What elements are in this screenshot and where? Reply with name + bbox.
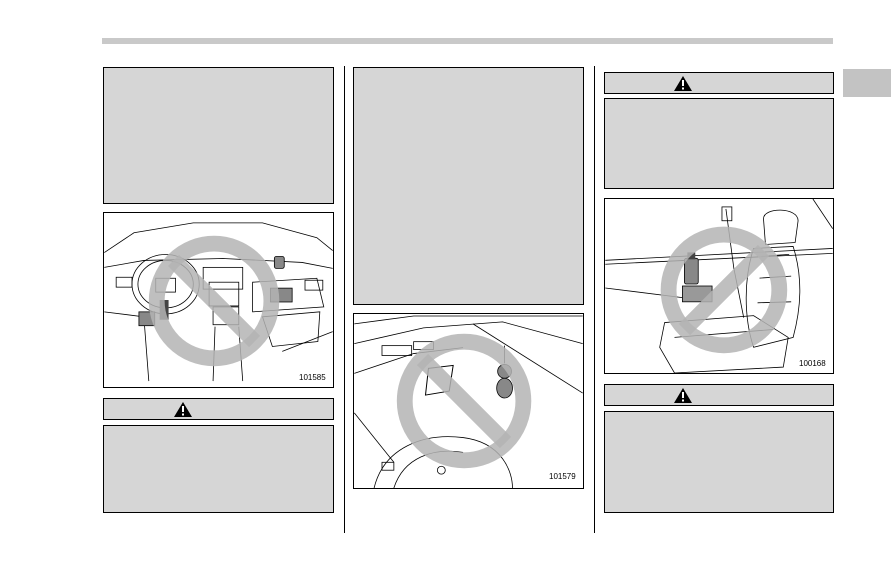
warning-body-1	[103, 425, 334, 513]
warning-header-1	[103, 398, 334, 420]
column-divider-2	[594, 66, 595, 533]
warning-header-2	[604, 72, 834, 94]
dashboard-illustration	[104, 222, 333, 382]
prohibition-icon	[660, 226, 788, 354]
figure-sunvisor: 101579	[353, 313, 584, 489]
warning-header-3	[604, 384, 834, 406]
figure-id: 101585	[299, 373, 326, 382]
prohibition-icon	[396, 333, 532, 469]
warning-triangle-icon	[674, 388, 692, 403]
warning-body-2	[604, 98, 834, 189]
warning-triangle-icon	[174, 402, 192, 417]
figure-id: 101579	[549, 472, 576, 481]
figure-dashboard: 101585	[103, 212, 334, 388]
section-tab[interactable]	[843, 69, 891, 97]
note-box-1	[103, 67, 334, 204]
figure-id: 100168	[799, 359, 826, 368]
seat-illustration	[605, 199, 833, 373]
sunvisor-illustration	[354, 315, 583, 488]
note-box-2	[353, 67, 584, 305]
header-rule	[102, 38, 833, 44]
warning-triangle-icon	[674, 76, 692, 91]
column-divider-1	[344, 66, 345, 533]
warning-body-3	[604, 411, 834, 513]
figure-seat: 100168	[604, 198, 834, 374]
prohibition-icon	[148, 235, 280, 367]
